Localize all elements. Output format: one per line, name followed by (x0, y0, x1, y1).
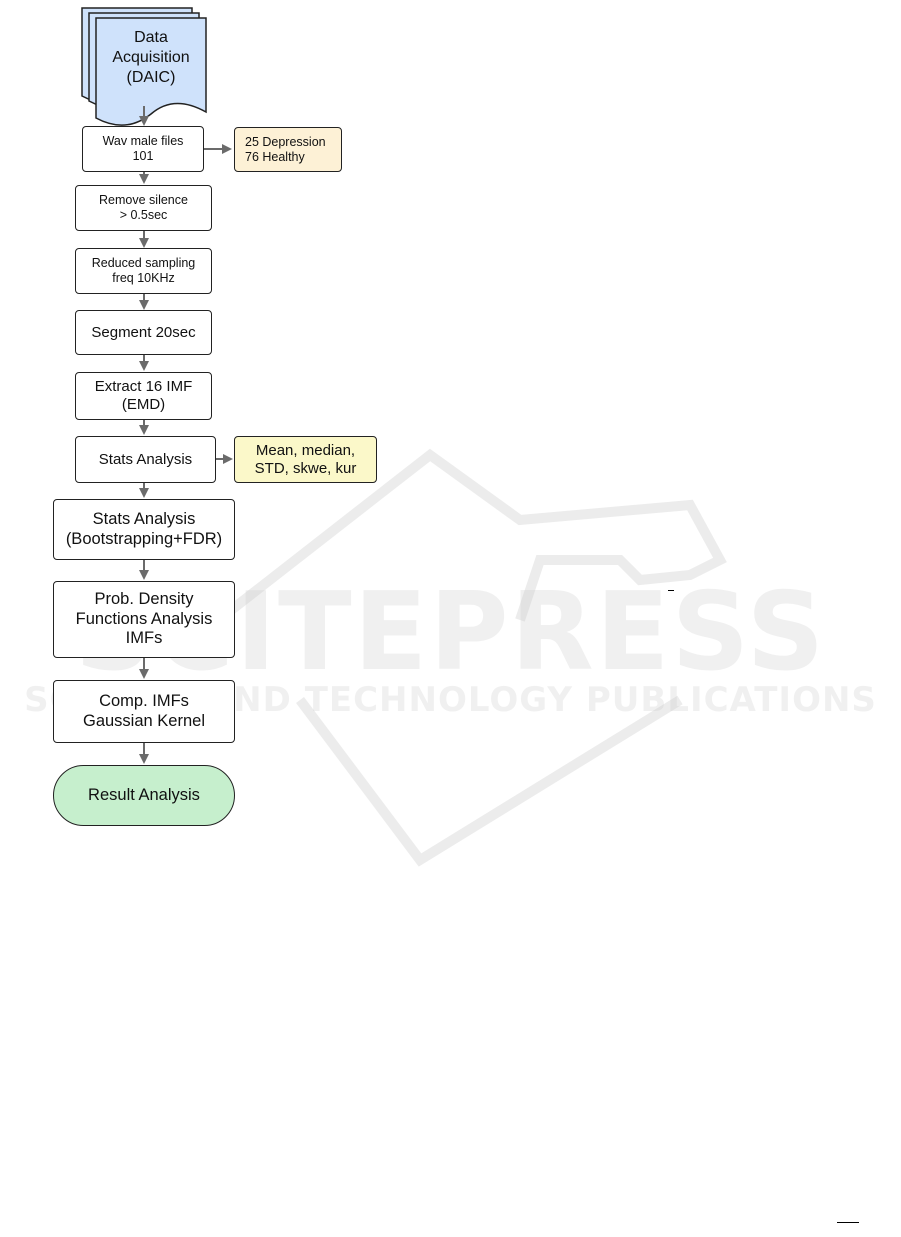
dataset-split-text: 25 Depression 76 Healthy (245, 134, 326, 164)
dataset-split-note: 25 Depression 76 Healthy (234, 127, 342, 172)
stats-bootstrap-text: Stats Analysis (Bootstrapping+FDR) (65, 509, 223, 548)
document-stack-icon (81, 7, 207, 126)
stats-analysis-box: Stats Analysis (75, 436, 216, 483)
footer-rule (837, 1222, 859, 1223)
data-acquisition-label: Data Acquisition (DAIC) (112, 29, 190, 86)
pdf-analysis-box: Prob. Density Functions Analysis IMFs (53, 581, 235, 658)
comp-imfs-text: Comp. IMFs Gaussian Kernel (83, 691, 205, 730)
stats-measures-note: Mean, median, STD, skwe, kur (234, 436, 377, 483)
wav-files-text: Wav male files 101 (102, 134, 184, 163)
segment-text: Segment 20sec (91, 323, 196, 341)
extract-imf-text: Extract 16 IMF (EMD) (94, 378, 193, 413)
stats-analysis-text: Stats Analysis (98, 450, 193, 468)
remove-silence-text: Remove silence > 0.5sec (99, 193, 188, 222)
result-analysis-terminal: Result Analysis (53, 765, 235, 826)
reduced-sampling-text: Reduced sampling freq 10KHz (91, 256, 196, 285)
wav-files-box: Wav male files 101 (82, 126, 204, 172)
pdf-analysis-text: Prob. Density Functions Analysis IMFs (75, 589, 213, 648)
stats-measures-text: Mean, median, STD, skwe, kur (254, 441, 357, 477)
comp-imfs-box: Comp. IMFs Gaussian Kernel (53, 680, 235, 743)
reduced-sampling-box: Reduced sampling freq 10KHz (75, 248, 212, 294)
extract-imf-box: Extract 16 IMF (EMD) (75, 372, 212, 420)
stats-bootstrap-box: Stats Analysis (Bootstrapping+FDR) (53, 499, 235, 560)
result-analysis-text: Result Analysis (88, 786, 200, 804)
remove-silence-box: Remove silence > 0.5sec (75, 185, 212, 231)
stray-mark (668, 590, 674, 591)
segment-box: Segment 20sec (75, 310, 212, 355)
